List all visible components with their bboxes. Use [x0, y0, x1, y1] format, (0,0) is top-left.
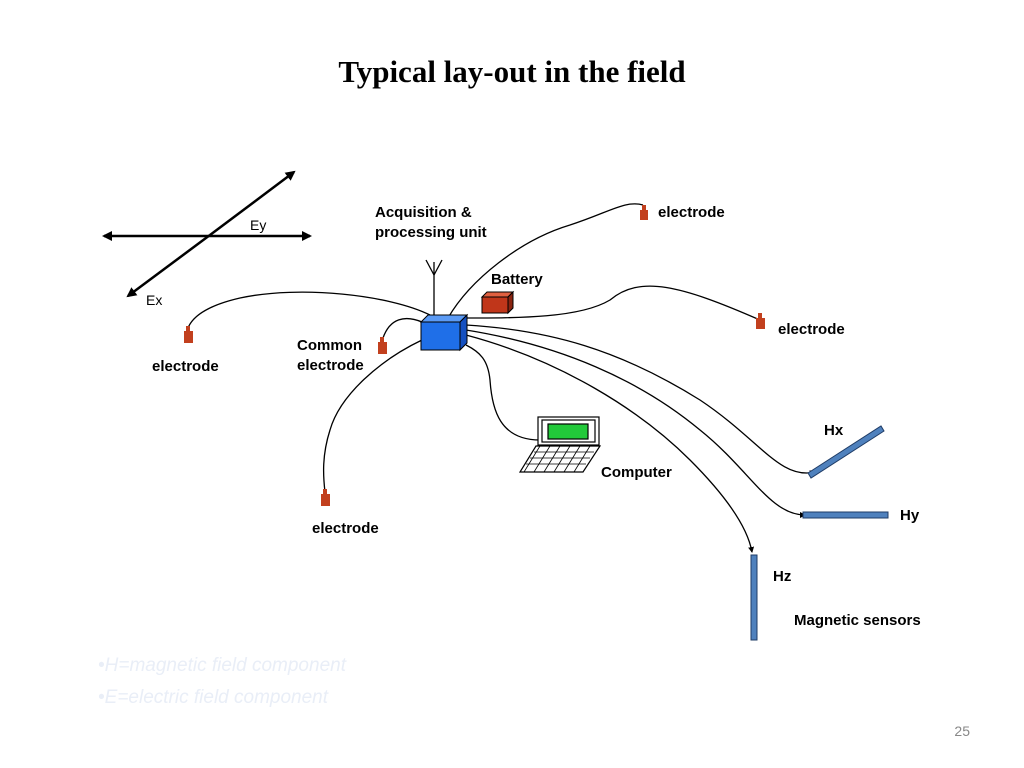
ex-axis-arrow-lower	[126, 233, 211, 298]
ex-label: Ex	[146, 292, 163, 308]
cable-hz	[465, 334, 755, 553]
ey-label: Ey	[250, 217, 267, 233]
computer-label: Computer	[601, 464, 672, 481]
common-electrode-label-line1: Common	[297, 337, 362, 354]
acquisition-unit-label-line2: processing unit	[375, 224, 487, 241]
cable-hx	[465, 324, 816, 477]
common-electrode-label-line2: electrode	[297, 357, 364, 374]
cable-bottom-electrode	[322, 339, 423, 493]
electrode-left-label: electrode	[152, 358, 219, 375]
acquisition-unit-label-line1: Acquisition &	[375, 204, 472, 221]
cable-hy	[465, 329, 806, 518]
battery-icon	[480, 290, 515, 315]
electrode-top-right-label: electrode	[658, 204, 725, 221]
hx-label: Hx	[824, 422, 844, 439]
notes-list: •H=magnetic field component •E=electric …	[98, 650, 346, 714]
hy-label: Hy	[900, 507, 920, 524]
common-electrode-label: Common electrode	[297, 336, 364, 376]
electrode-bottom-label: electrode	[312, 520, 379, 537]
cable-computer	[465, 344, 541, 441]
hz-label: Hz	[773, 568, 792, 585]
battery-label: Battery	[491, 271, 543, 288]
electrode-common-icon	[378, 337, 387, 354]
hx-sensor	[807, 425, 885, 479]
antenna-icon	[425, 259, 443, 318]
laptop-icon	[518, 416, 602, 473]
hz-sensor	[750, 554, 758, 641]
electrode-right-icon	[756, 313, 765, 329]
hy-sensor	[802, 511, 889, 519]
electrode-left-icon	[184, 326, 193, 343]
ex-axis-arrow	[209, 170, 296, 236]
electrode-bottom-icon	[321, 489, 330, 506]
magnetic-sensors-label: Magnetic sensors	[794, 612, 921, 629]
acquisition-unit-icon	[419, 313, 469, 352]
cable-top-right-electrode	[447, 203, 644, 319]
electrode-right-label: electrode	[778, 321, 845, 338]
slide-title: Typical lay-out in the field	[338, 54, 686, 89]
cable-common-electrode	[382, 318, 423, 339]
electrode-top-right-icon	[640, 205, 648, 220]
page-number: 25	[954, 723, 970, 739]
cable-right-electrode	[461, 285, 761, 321]
note-item: •E=electric field component	[98, 687, 329, 708]
cable-left-electrode	[187, 291, 431, 329]
note-item: •H=magnetic field component	[98, 655, 346, 676]
acquisition-unit-label: Acquisition & processing unit	[375, 203, 487, 243]
